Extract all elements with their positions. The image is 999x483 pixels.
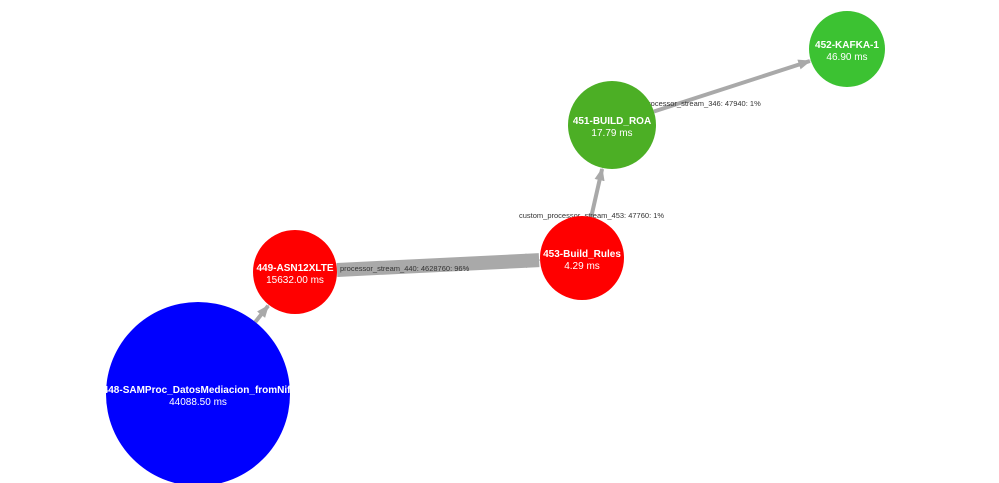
node-449-asn12xlte[interactable]: 449-ASN12XLTE 15632.00 ms [253, 230, 337, 314]
node-453-build-rules[interactable]: 453-Build_Rules 4.29 ms [540, 216, 624, 300]
edge-label: custom_processor_stream_453: 47760: 1% [519, 211, 664, 220]
node-time: 15632.00 ms [266, 275, 324, 286]
edge-line [589, 167, 605, 218]
node-circle [253, 230, 337, 314]
node-451-build-roa[interactable]: 451-BUILD_ROA 17.79 ms [568, 81, 656, 169]
edge-449-453[interactable]: processor_stream_440: 4628760: 96% [336, 253, 541, 277]
node-452-kafka[interactable]: 452-KAFKA-1 46.90 ms [809, 11, 885, 87]
node-time: 44088.50 ms [169, 397, 227, 408]
node-time: 46.90 ms [826, 52, 867, 63]
node-name: 449-ASN12XLTE [256, 263, 333, 274]
edge-line [336, 253, 541, 277]
node-circle [568, 81, 656, 169]
edge-451-452[interactable]: processor_stream_346: 47940: 1% [644, 59, 812, 114]
node-time: 4.29 ms [564, 261, 600, 272]
node-448-samproc[interactable]: 448-SAMProc_DatosMediacion_fromNifi 4408… [103, 302, 294, 483]
node-name: 448-SAMProc_DatosMediacion_fromNifi [103, 385, 294, 396]
edge-label: processor_stream_440: 4628760: 96% [340, 264, 470, 273]
edge-label: processor_stream_346: 47940: 1% [644, 99, 761, 108]
node-name: 452-KAFKA-1 [815, 40, 879, 51]
node-circle [106, 302, 290, 483]
node-circle [540, 216, 624, 300]
edge-448-449[interactable] [253, 304, 270, 324]
edge-453-451[interactable]: custom_processor_stream_453: 47760: 1% [519, 167, 664, 220]
node-circle [809, 11, 885, 87]
node-time: 17.79 ms [591, 128, 632, 139]
node-name: 451-BUILD_ROA [573, 116, 651, 127]
edge-line [653, 59, 812, 114]
node-name: 453-Build_Rules [543, 249, 621, 260]
edge-line [253, 304, 270, 324]
